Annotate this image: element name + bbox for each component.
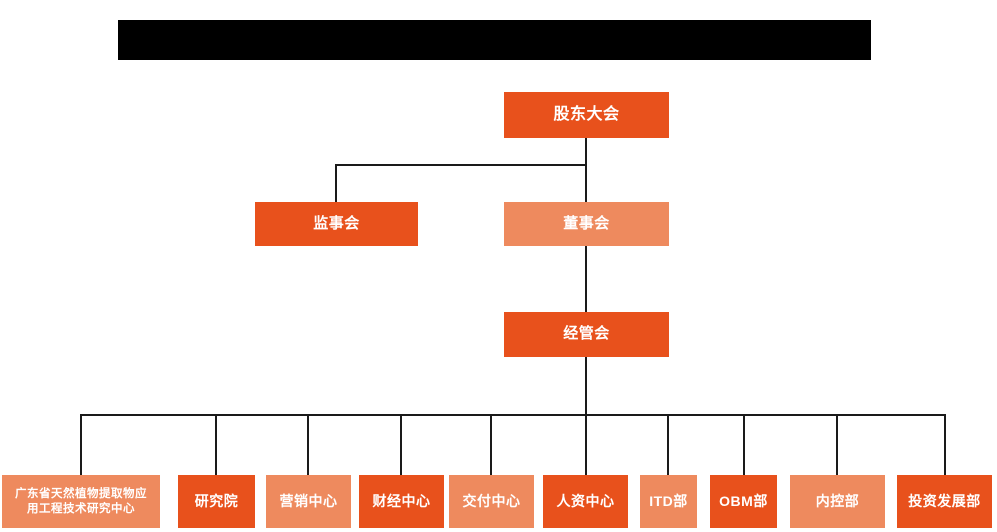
connector-drop-delivery <box>490 414 492 475</box>
node-board-of-supervisors[interactable]: 监事会 <box>255 202 418 246</box>
redacted-title-bar <box>118 20 871 60</box>
connector-drop-directors <box>585 164 587 203</box>
node-management-committee[interactable]: 经管会 <box>504 312 669 357</box>
node-marketing-center[interactable]: 营销中心 <box>266 475 351 528</box>
node-label: 人资中心 <box>556 492 615 509</box>
node-label: 内控部 <box>815 492 860 509</box>
node-label-line2: 用工程技术研究中心 <box>27 502 135 515</box>
connector-drop-itd <box>667 414 669 475</box>
connector-drop-institute <box>215 414 217 475</box>
connector-management-down <box>585 357 587 416</box>
node-delivery-center[interactable]: 交付中心 <box>449 475 534 528</box>
connector-drop-finance <box>400 414 402 475</box>
connector-level1-bus <box>335 164 587 166</box>
connector-drop-rd-center <box>80 414 82 475</box>
node-itd-department[interactable]: ITD部 <box>640 475 697 528</box>
node-hr-center[interactable]: 人资中心 <box>543 475 628 528</box>
connector-drop-hr <box>585 414 587 475</box>
node-shareholders-meeting[interactable]: 股东大会 <box>504 92 669 138</box>
node-obm-department[interactable]: OBM部 <box>710 475 777 528</box>
node-label: 监事会 <box>313 214 360 232</box>
connector-drop-investment <box>944 414 946 475</box>
node-label: 营销中心 <box>279 492 338 509</box>
node-label-line1: 广东省天然植物提取物应 <box>15 488 147 501</box>
node-investment-development-department[interactable]: 投资发展部 <box>897 475 992 528</box>
connector-drop-obm <box>743 414 745 475</box>
node-label: 董事会 <box>563 214 610 232</box>
node-label: 股东大会 <box>553 106 620 123</box>
node-label: ITD部 <box>649 492 688 509</box>
connector-drop-supervisors <box>335 164 337 203</box>
node-guangdong-research-center[interactable]: 广东省天然植物提取物应 用工程技术研究中心 <box>2 475 160 528</box>
node-label: 经管会 <box>563 325 610 343</box>
node-finance-center[interactable]: 财经中心 <box>359 475 444 528</box>
node-label: 研究院 <box>194 492 239 509</box>
node-label: 交付中心 <box>462 492 521 509</box>
connector-departments-bus <box>80 414 946 416</box>
node-label: OBM部 <box>719 492 768 509</box>
node-institute[interactable]: 研究院 <box>178 475 255 528</box>
connector-directors-to-management <box>585 246 587 312</box>
connector-drop-internal-control <box>836 414 838 475</box>
connector-shareholders-down <box>585 138 587 165</box>
node-board-of-directors[interactable]: 董事会 <box>504 202 669 246</box>
connector-drop-marketing <box>307 414 309 475</box>
node-internal-control-department[interactable]: 内控部 <box>790 475 885 528</box>
node-label: 投资发展部 <box>908 492 981 509</box>
node-label: 财经中心 <box>372 492 431 509</box>
